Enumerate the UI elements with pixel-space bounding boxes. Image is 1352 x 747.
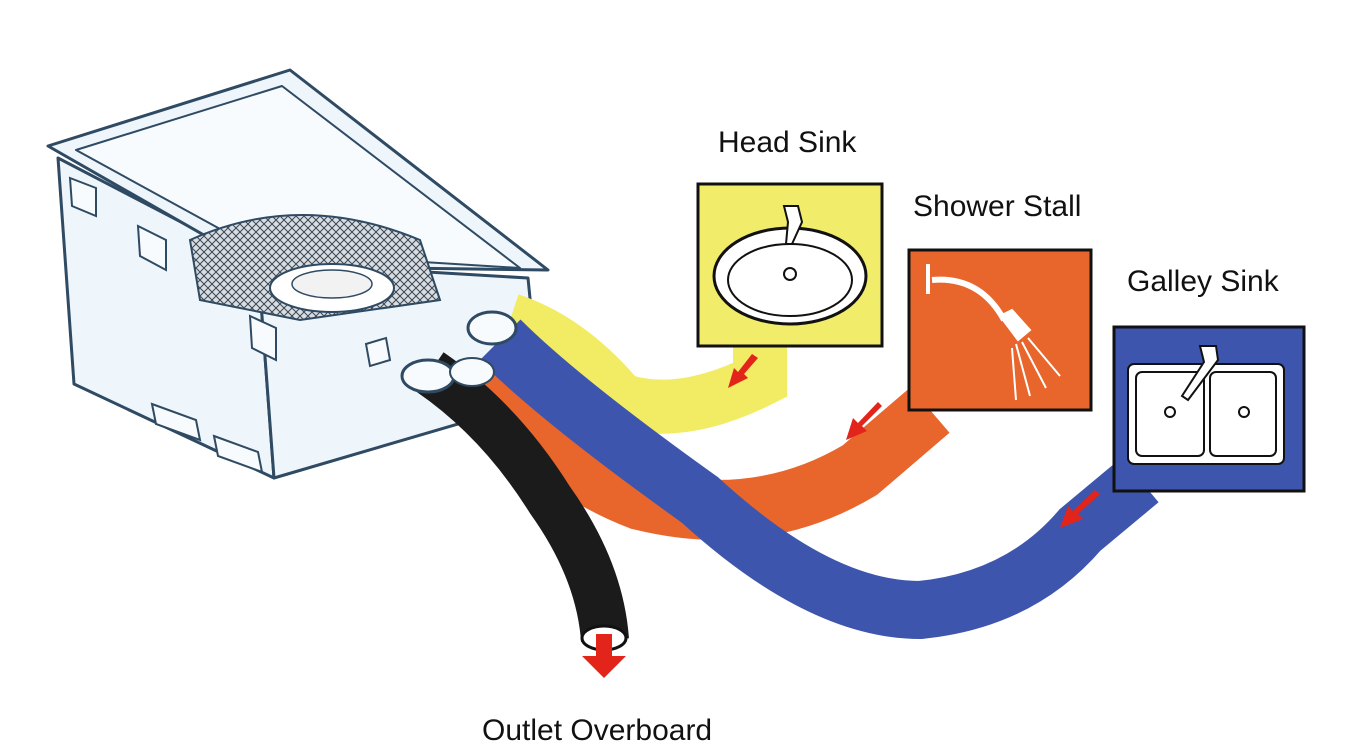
- shower-stall-panel: [907, 248, 1093, 412]
- flow-arrow-icon: [728, 354, 758, 388]
- flow-arrow-icon: [582, 634, 626, 678]
- hose-fitting: [449, 357, 495, 387]
- outlet-overboard-hose: [416, 352, 629, 643]
- galley-sink-hose: [479, 319, 1159, 640]
- double-sink-icon: [1127, 345, 1285, 465]
- shower-head-icon: [926, 264, 1061, 401]
- hose-fitting: [466, 310, 518, 346]
- head-sink-hose: [500, 294, 787, 434]
- galley-sink-label: Galley Sink: [1127, 265, 1279, 298]
- head-sink-label: Head Sink: [718, 126, 857, 159]
- hose-fitting: [400, 358, 456, 394]
- shower-stall-label: Shower Stall: [913, 190, 1082, 223]
- sump-box-icon: [46, 68, 550, 480]
- galley-sink-panel: [1112, 325, 1306, 493]
- head-sink-panel: [696, 182, 884, 348]
- outlet-overboard-label: Outlet Overboard: [482, 714, 713, 747]
- flow-arrow-icon: [846, 402, 882, 440]
- flow-arrow-icon: [1060, 490, 1100, 528]
- sink-icon: [712, 205, 868, 326]
- flow-arrows: [582, 354, 1100, 678]
